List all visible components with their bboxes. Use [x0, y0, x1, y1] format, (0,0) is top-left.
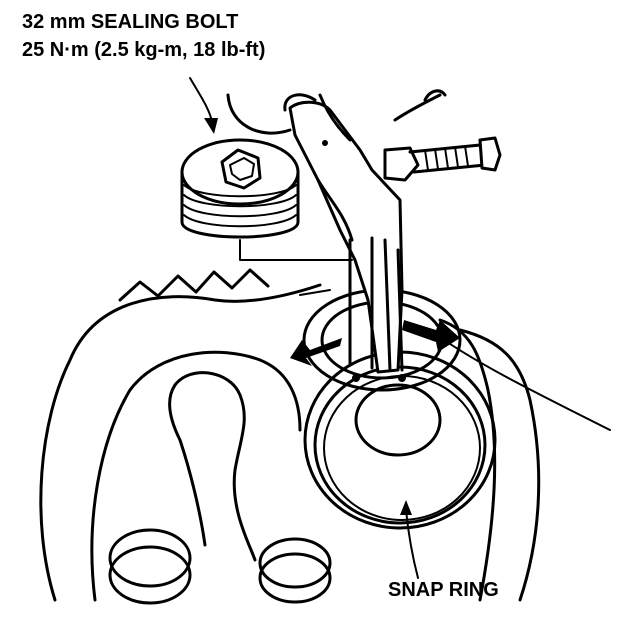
snap-ring-label: SNAP RING: [388, 579, 499, 601]
expand-arrows: [290, 320, 460, 366]
sealing-bolt: [180, 138, 353, 261]
callout-leaders: [189, 77, 419, 579]
sealing-bolt-label: 32 mm SEALING BOLT: [22, 11, 239, 33]
sealing-bolt-torque-label: 25 N·m (2.5 kg-m, 18 lb-ft): [22, 39, 266, 61]
pliers-pivot-bolt: [383, 136, 502, 182]
